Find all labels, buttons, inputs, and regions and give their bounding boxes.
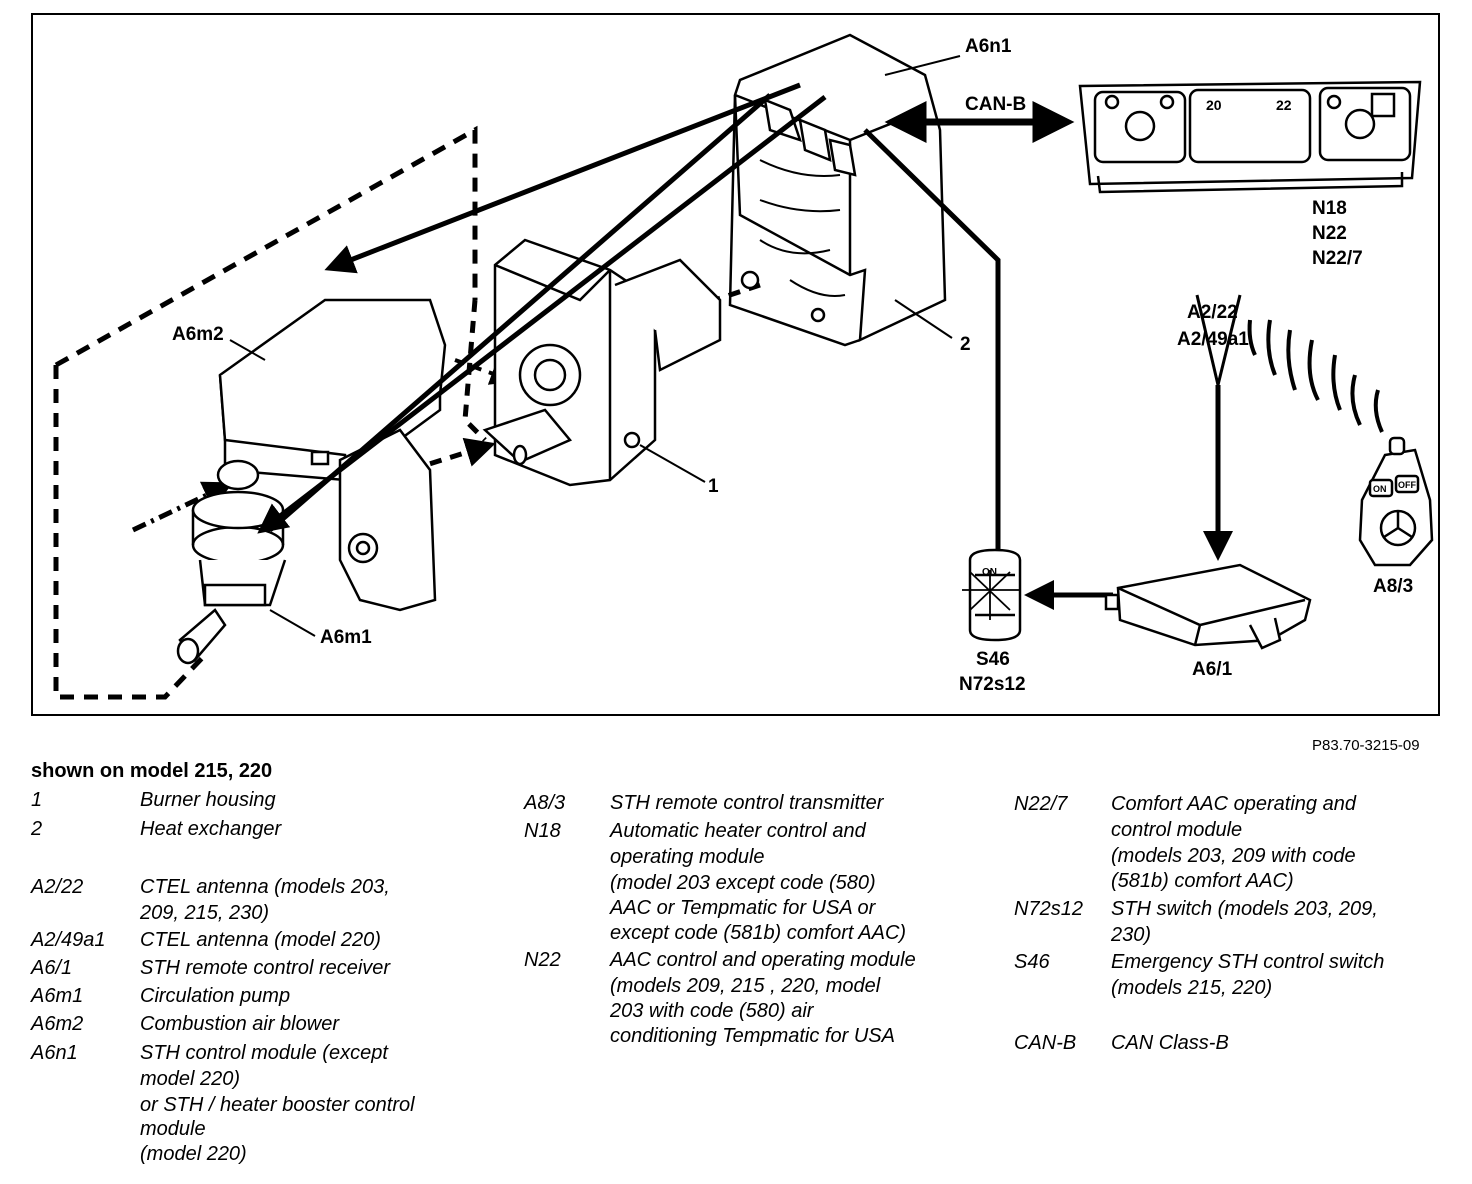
- label-n22-7: N22/7: [1312, 248, 1363, 269]
- legend-code: A2/49a1: [31, 929, 106, 951]
- legend-desc: AAC or Tempmatic for USA or: [610, 897, 876, 919]
- legend-desc: or STH / heater booster control: [140, 1094, 415, 1116]
- legend-code: CAN-B: [1014, 1032, 1077, 1054]
- legend-desc: except code (581b) comfort AAC): [610, 922, 907, 944]
- legend-code: A8/3: [524, 792, 566, 814]
- label-n72s12: N72s12: [959, 674, 1026, 695]
- remote-on-button-label: ON: [1373, 484, 1387, 494]
- panel-temp-left: 20: [1206, 97, 1222, 113]
- legend-code: N18: [524, 820, 561, 842]
- remote-receiver-drawing: [1104, 563, 1312, 650]
- legend-desc: (models 203, 209 with code: [1111, 845, 1356, 867]
- legend-code: A6/1: [31, 957, 73, 979]
- legend-desc: Heat exchanger: [140, 818, 282, 840]
- legend-desc: Burner housing: [140, 789, 276, 811]
- legend-code: A2/22: [31, 876, 84, 898]
- legend-desc: model 220): [140, 1068, 241, 1090]
- legend-heading: shown on model 215, 220: [31, 760, 273, 782]
- remote-transmitter-drawing: [1358, 436, 1434, 567]
- legend-desc: STH switch (models 203, 209,: [1111, 898, 1378, 920]
- legend-desc: conditioning Tempmatic for USA: [610, 1025, 895, 1047]
- legend-desc: CTEL antenna (model 220): [140, 929, 381, 951]
- legend-desc: 209, 215, 230): [140, 902, 269, 924]
- system-diagram: 20 22 ON OFF ON: [53, 33, 1434, 700]
- emergency-switch-drawing: ON: [962, 548, 1022, 642]
- label-a2-22: A2/22: [1187, 302, 1238, 323]
- control-wiring: [257, 82, 1242, 610]
- legend-desc: AAC control and operating module: [610, 949, 916, 971]
- label-a6-1: A6/1: [1192, 659, 1233, 680]
- legend-desc: (models 215, 220): [1111, 977, 1273, 999]
- legend-desc: Automatic heater control and: [610, 820, 866, 842]
- legend-desc: control module: [1111, 819, 1243, 841]
- label-n18: N18: [1312, 198, 1347, 219]
- legend-desc: CAN Class-B: [1111, 1032, 1229, 1054]
- legend-code: S46: [1014, 951, 1050, 973]
- legend-desc: STH remote control transmitter: [610, 792, 884, 814]
- legend-code: 2: [31, 818, 43, 840]
- legend-desc: 230): [1111, 924, 1152, 946]
- label-a8-3: A8/3: [1373, 576, 1413, 597]
- svg-text:ON: ON: [982, 567, 997, 578]
- legend-desc: Emergency STH control switch: [1111, 951, 1385, 973]
- label-a6n1: A6n1: [965, 36, 1012, 57]
- legend-desc: operating module: [610, 846, 765, 868]
- label-a6m2: A6m2: [172, 324, 224, 345]
- coolant-circuit-dashed-line: [53, 125, 478, 700]
- leader-lines: [229, 55, 961, 637]
- label-can-b: CAN-B: [965, 94, 1026, 115]
- panel-temp-right: 22: [1276, 97, 1292, 113]
- legend-desc: Combustion air blower: [140, 1013, 339, 1035]
- legend-code: N22/7: [1014, 793, 1068, 815]
- coolant-return-dashed-arrow: [409, 437, 496, 473]
- figure-reference-code: P83.70-3215-09: [1312, 737, 1420, 754]
- legend-code: A6n1: [31, 1042, 78, 1064]
- label-a2-49a1: A2/49a1: [1177, 329, 1249, 350]
- remote-off-button-label: OFF: [1398, 480, 1416, 490]
- legend-code: A6m1: [31, 985, 84, 1007]
- legend-desc: CTEL antenna (models 203,: [140, 876, 390, 898]
- label-s46: S46: [976, 649, 1010, 670]
- circulation-pump-drawing: [176, 459, 287, 665]
- legend-desc: Comfort AAC operating and: [1111, 793, 1356, 815]
- label-1: 1: [708, 476, 719, 497]
- legend-code: 1: [31, 789, 43, 811]
- legend-code: N72s12: [1014, 898, 1083, 920]
- legend-desc: (model 220): [140, 1143, 247, 1165]
- label-2: 2: [960, 334, 971, 355]
- radio-waves: [1247, 319, 1384, 433]
- label-n22: N22: [1312, 223, 1347, 244]
- legend-desc: module: [140, 1118, 206, 1140]
- legend-desc: (model 203 except code (580): [610, 872, 876, 894]
- legend-code: N22: [524, 949, 561, 971]
- legend-desc: STH control module (except: [140, 1042, 388, 1064]
- legend-code: A6m2: [31, 1013, 84, 1035]
- legend-desc: 203 with code (580) air: [610, 1000, 814, 1022]
- control-panel-drawing: [1078, 80, 1422, 194]
- legend-desc: (models 209, 215 , 220, model: [610, 975, 881, 997]
- heat-exchanger-drawing: [728, 33, 947, 347]
- coolant-inlet-dashed-arrow: [131, 481, 234, 533]
- legend-desc: (581b) comfort AAC): [1111, 870, 1294, 892]
- combustion-air-blower-drawing: [218, 298, 447, 612]
- label-a6m1: A6m1: [320, 627, 372, 648]
- legend-desc: STH remote control receiver: [140, 957, 391, 979]
- burner-housing-drawing: [482, 238, 722, 487]
- legend-desc: Circulation pump: [140, 985, 291, 1007]
- diagram-frame: [31, 13, 1440, 716]
